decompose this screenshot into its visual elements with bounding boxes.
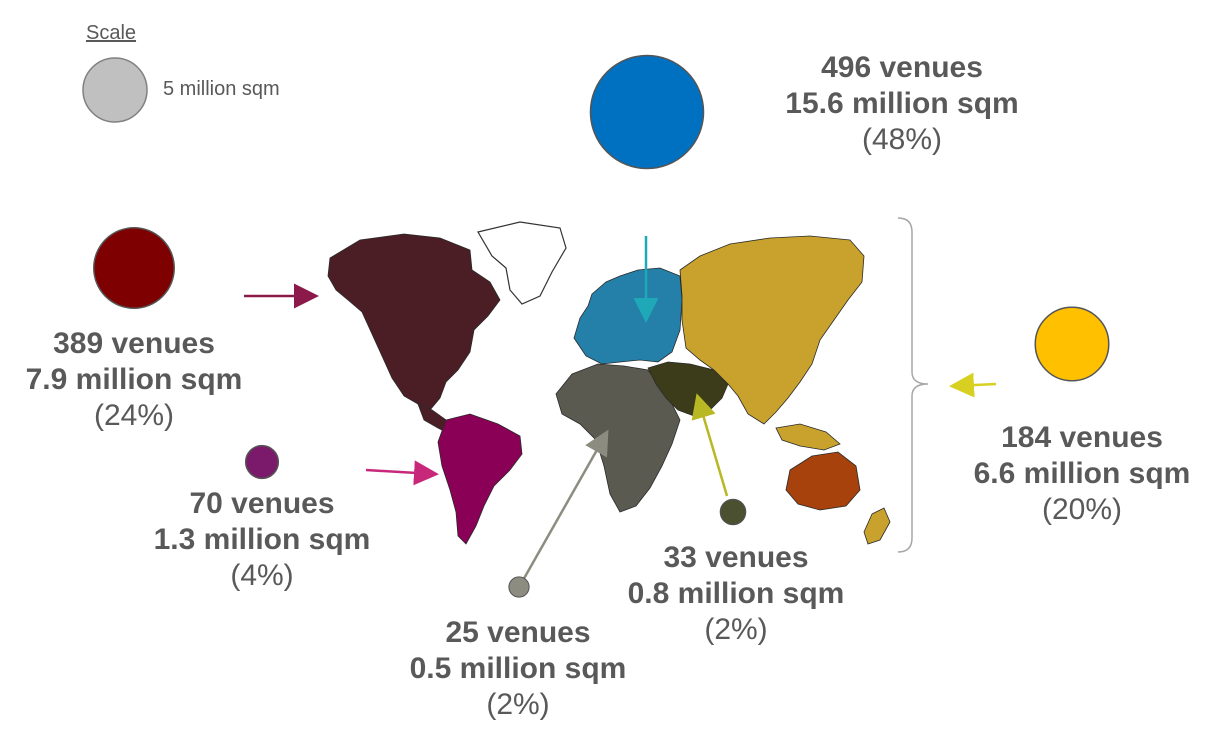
- latin-america-arrow: [365, 460, 439, 486]
- asia-pacific-bubble: [1034, 306, 1110, 382]
- middle-east-bubble: [719, 498, 747, 526]
- australia-shape: [785, 451, 861, 511]
- middle-east-venues: 33 venues: [663, 541, 809, 574]
- asia-pacific-arrow: [949, 372, 997, 398]
- europe-label: 496 venues 15.6 million sqm (48%): [752, 50, 1052, 158]
- middle-east-share: (2%): [704, 613, 768, 646]
- scale-title: Scale: [86, 22, 137, 44]
- scale-value-label: 5 million sqm: [163, 78, 280, 100]
- middle-east-label: 33 venues 0.8 million sqm (2%): [600, 540, 872, 648]
- greenland-shape: [477, 221, 567, 305]
- south-america-shape: [437, 413, 523, 545]
- new-zealand-shape: [863, 507, 891, 545]
- asia-pacific-venues: 184 venues: [1001, 421, 1163, 454]
- southeast-asia-islands-shape: [775, 423, 841, 451]
- africa-label: 25 venues 0.5 million sqm (2%): [380, 615, 656, 723]
- africa-area: 0.5 million sqm: [409, 652, 627, 685]
- europe-area: 15.6 million sqm: [785, 87, 1019, 120]
- middle-east-arrow: [691, 393, 729, 497]
- middle-east-area: 0.8 million sqm: [627, 577, 845, 610]
- north-america-area: 7.9 million sqm: [25, 363, 243, 396]
- latin-america-bubble: [244, 444, 280, 480]
- asia-pacific-share: (20%): [1041, 493, 1123, 526]
- latin-america-area: 1.3 million sqm: [153, 523, 371, 556]
- latin-america-label: 70 venues 1.3 million sqm (4%): [130, 486, 394, 594]
- north-america-venues: 389 venues: [53, 327, 215, 360]
- north-america-shape: [327, 233, 501, 411]
- north-america-bubble: [93, 227, 175, 309]
- europe-shape: [573, 267, 683, 365]
- europe-bubble: [589, 54, 705, 170]
- africa-share: (2%): [486, 688, 550, 721]
- asia-pacific-area: 6.6 million sqm: [973, 457, 1191, 490]
- africa-bubble: [508, 576, 530, 598]
- asia-shape: [679, 235, 865, 425]
- asia-pacific-label: 184 venues 6.6 million sqm (20%): [944, 420, 1208, 528]
- europe-share: (48%): [861, 123, 943, 156]
- asia-pacific-bracket: [897, 217, 929, 553]
- europe-venues: 496 venues: [821, 51, 983, 84]
- latin-america-venues: 70 venues: [189, 487, 335, 520]
- africa-venues: 25 venues: [445, 616, 591, 649]
- africa-arrow: [520, 429, 609, 583]
- north-america-label: 389 venues 7.9 million sqm (24%): [0, 326, 268, 434]
- africa-shape: [555, 363, 681, 513]
- scale-bubble: [82, 57, 148, 123]
- north-america-share: (24%): [93, 399, 175, 432]
- latin-america-share: (4%): [230, 559, 294, 592]
